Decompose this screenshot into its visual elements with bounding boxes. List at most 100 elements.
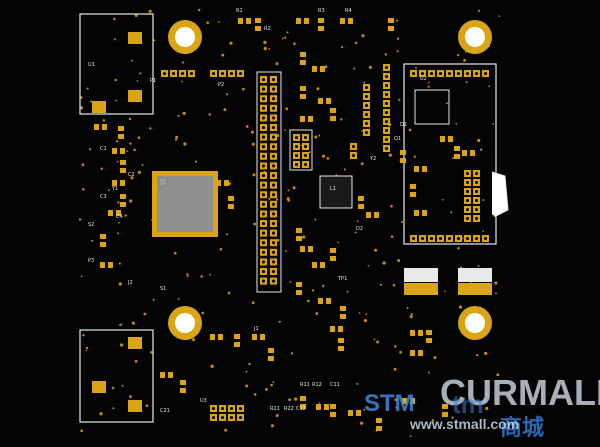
silkscreen-label: S1 xyxy=(160,286,166,292)
smd-component xyxy=(414,166,427,172)
mounting-hole-bottom-right xyxy=(458,306,492,340)
smd-component xyxy=(312,66,325,72)
smd-component xyxy=(94,124,107,130)
smd-component xyxy=(234,334,240,347)
smd-component xyxy=(410,330,423,336)
smd-component xyxy=(316,404,329,410)
silkscreen-label: R21 xyxy=(270,406,280,412)
smd-component xyxy=(268,348,274,361)
smd-component xyxy=(300,396,306,409)
smd-component xyxy=(318,98,331,104)
smd-component xyxy=(296,18,309,24)
pin-header-center xyxy=(256,71,282,293)
mounting-hole-top-right xyxy=(458,20,492,54)
watermark-brand: CURMALL xyxy=(440,372,600,413)
watermark-url: www.stmall.com xyxy=(410,416,520,432)
silkscreen-label: D1 xyxy=(400,122,407,128)
silkscreen-label: U3 xyxy=(200,398,207,404)
smd-component xyxy=(340,18,353,24)
silkscreen-label: R1 xyxy=(236,8,243,14)
silkscreen-label: R2 xyxy=(264,26,271,32)
smd-component xyxy=(330,248,336,261)
smd-component xyxy=(160,372,173,378)
silkscreen-label: L1 xyxy=(330,186,336,192)
connector-outline-bottom-left xyxy=(79,329,154,423)
silkscreen-label: R3 xyxy=(318,8,325,14)
silkscreen-label: D2 xyxy=(356,226,363,232)
smd-component xyxy=(462,150,475,156)
smd-component xyxy=(100,262,113,268)
smd-component xyxy=(108,210,121,216)
smd-component xyxy=(366,212,379,218)
smd-component xyxy=(414,210,427,216)
smd-component xyxy=(100,234,106,247)
smd-component xyxy=(410,350,423,356)
ic-center xyxy=(319,175,353,209)
smd-component xyxy=(410,184,416,197)
silkscreen-label: TP1 xyxy=(337,276,347,282)
silkscreen-label: C1 xyxy=(100,146,107,152)
smd-component xyxy=(300,52,306,65)
silkscreen-label: S2 xyxy=(88,222,94,228)
mounting-hole-top-left xyxy=(168,20,202,54)
smd-component xyxy=(296,282,302,295)
smd-component xyxy=(402,398,415,404)
smd-component xyxy=(358,196,364,209)
smd-component xyxy=(312,262,325,268)
silkscreen-label: Y2 xyxy=(369,156,376,162)
silkscreen-label: P3 xyxy=(88,258,94,264)
smd-component xyxy=(330,404,336,417)
rf-module-chip xyxy=(414,89,450,125)
silkscreen-label: Q1 xyxy=(394,136,401,142)
smd-component xyxy=(426,330,432,343)
smd-component xyxy=(228,196,234,209)
smd-component xyxy=(118,126,124,139)
smd-component xyxy=(300,246,313,252)
silkscreen-label: C11 xyxy=(330,382,340,388)
smd-component xyxy=(440,136,453,142)
silkscreen-label: R12 xyxy=(312,382,322,388)
smd-component xyxy=(338,338,344,351)
smd-component xyxy=(318,18,324,31)
smd-component xyxy=(255,18,261,31)
silkscreen-label: R22 xyxy=(284,406,294,412)
smd-component xyxy=(210,334,223,340)
smd-component xyxy=(454,146,460,159)
smd-component xyxy=(400,150,406,163)
smd-component xyxy=(112,180,125,186)
mcu-chip xyxy=(152,171,218,237)
smd-component xyxy=(442,404,448,417)
smd-component xyxy=(300,86,306,99)
smd-component xyxy=(300,116,313,122)
smd-component xyxy=(238,18,251,24)
smd-component xyxy=(120,160,126,173)
mounting-hole-bottom-left xyxy=(168,306,202,340)
smd-component xyxy=(296,228,302,241)
board-edge-notch xyxy=(491,171,509,217)
smd-component xyxy=(112,148,125,154)
smd-component xyxy=(330,326,343,332)
smd-component xyxy=(340,306,346,319)
silkscreen-label: C4 xyxy=(116,214,123,220)
watermark-prefix: STM xyxy=(364,390,415,417)
smd-component xyxy=(348,410,361,416)
silkscreen-label: U1 xyxy=(88,62,95,68)
smd-component xyxy=(330,108,336,121)
silkscreen-label: C21 xyxy=(160,408,170,414)
silkscreen-label: P2 xyxy=(218,82,224,88)
silkscreen-label: R4 xyxy=(345,8,352,14)
silkscreen-label: R11 xyxy=(300,382,310,388)
watermark-mid: tm xyxy=(452,389,484,419)
silkscreen-label: C12 xyxy=(296,406,306,412)
silkscreen-label: C3 xyxy=(100,194,107,200)
smd-component xyxy=(120,194,126,207)
watermark-cn: 商城 xyxy=(500,416,545,441)
smd-component xyxy=(318,298,331,304)
connector-outline-top-left xyxy=(79,13,154,115)
silkscreen-label: C2 xyxy=(128,172,135,178)
smd-component xyxy=(376,418,382,431)
silkscreen-label: Y1 xyxy=(111,186,118,192)
smd-component xyxy=(180,380,186,393)
